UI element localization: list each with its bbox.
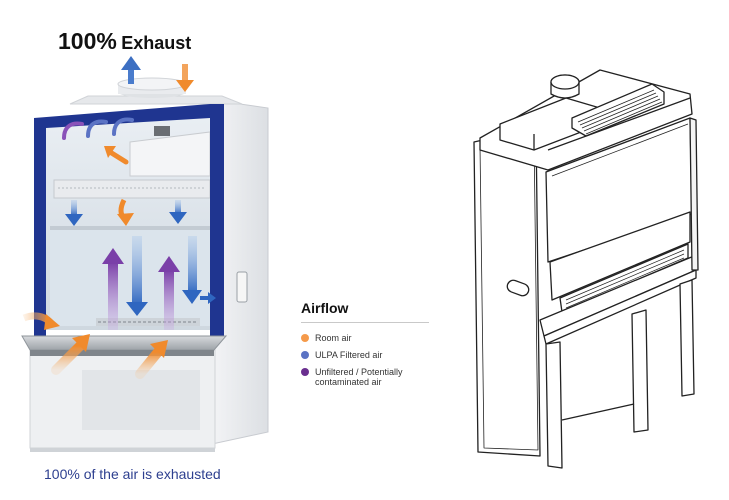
legend-label: ULPA Filtered air bbox=[315, 350, 383, 360]
legend-item-filtered-air: ULPA Filtered air bbox=[301, 350, 429, 360]
top-recirc-arrows bbox=[62, 117, 134, 140]
legend-label: Unfiltered / Potentially contaminated ai… bbox=[315, 367, 403, 387]
legend-item-contaminated-air: Unfiltered / Potentially contaminated ai… bbox=[301, 367, 429, 387]
cabinet-line-drawing bbox=[473, 69, 699, 469]
legend-title: Airflow bbox=[301, 300, 349, 316]
diagram-caption: 100% of the air is exhausted bbox=[44, 466, 221, 482]
airflow-legend: Airflow Room air ULPA Filtered air Unfil… bbox=[301, 300, 429, 394]
filtered-air-dot-icon bbox=[301, 351, 309, 359]
legend-label: Room air bbox=[315, 333, 352, 343]
exhaust-out-arrow bbox=[121, 56, 141, 84]
exhaust-collar bbox=[69, 77, 243, 105]
cabinet-interior bbox=[46, 118, 211, 330]
plenum-room-air-arrow bbox=[104, 146, 129, 165]
filtered-downflow-arrows bbox=[65, 198, 187, 226]
room-air-dot-icon bbox=[301, 334, 309, 342]
legend-divider bbox=[301, 322, 429, 323]
exhaust-title-word: Exhaust bbox=[121, 33, 192, 53]
cabinet-blue-frame bbox=[34, 104, 224, 336]
contaminated-air-dot-icon bbox=[301, 368, 309, 376]
legend-item-room-air: Room air bbox=[301, 333, 429, 343]
front-intake-arrows bbox=[22, 312, 168, 379]
exhaust-title-percent: 100% bbox=[58, 28, 117, 54]
cabinet-base-stand bbox=[29, 349, 216, 452]
top-intake-arrow bbox=[176, 64, 194, 92]
front-air-grille-tray bbox=[21, 335, 228, 356]
work-zone-arrows bbox=[102, 236, 216, 330]
exhaust-title: 100% Exhaust bbox=[58, 28, 191, 55]
